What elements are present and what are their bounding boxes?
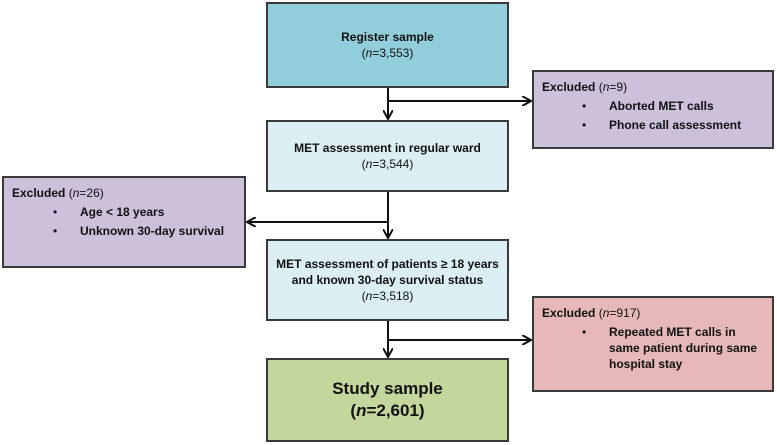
met-regular-ward-title: MET assessment in regular ward: [294, 141, 481, 155]
excluded-first-item: •Phone call assessment: [582, 118, 742, 132]
register-sample-title: Register sample: [341, 30, 434, 44]
excluded-third-item: •Repeated MET calls in same patient duri…: [582, 325, 758, 371]
register-sample-box: Register sample (n=3,553): [266, 2, 509, 88]
excluded-first-heading: Excluded (n=9): [542, 80, 628, 94]
excluded-second-item: •Unknown 30-day survival: [53, 224, 225, 238]
study-sample-box: Study sample (n=2,601): [266, 358, 509, 442]
met-adult-title-line2: and known 30-day survival status: [291, 273, 484, 287]
met-adult-count: (n=3,518): [361, 289, 414, 303]
excluded-second-heading: Excluded (n=26): [12, 186, 104, 200]
register-sample-count: (n=3,553): [361, 46, 414, 60]
study-sample-count: (n=2,601): [350, 401, 425, 420]
excluded-box-third: Excluded (n=917) •Repeated MET calls in …: [532, 296, 774, 392]
excluded-second-item: •Age < 18 years: [53, 205, 165, 219]
excluded-box-second: Excluded (n=26) •Age < 18 years •Unknown…: [2, 176, 246, 268]
excluded-third-heading: Excluded (n=917): [542, 306, 641, 320]
met-regular-ward-count: (n=3,544): [361, 157, 414, 171]
met-adult-box: MET assessment of patients ≥ 18 years an…: [266, 239, 509, 321]
excluded-box-first: Excluded (n=9) •Aborted MET calls •Phone…: [532, 70, 774, 149]
met-regular-ward-box: MET assessment in regular ward (n=3,544): [266, 120, 509, 192]
study-sample-title: Study sample: [332, 379, 443, 398]
met-adult-title-line1: MET assessment of patients ≥ 18 years: [276, 257, 499, 271]
excluded-first-item: •Aborted MET calls: [582, 99, 714, 113]
